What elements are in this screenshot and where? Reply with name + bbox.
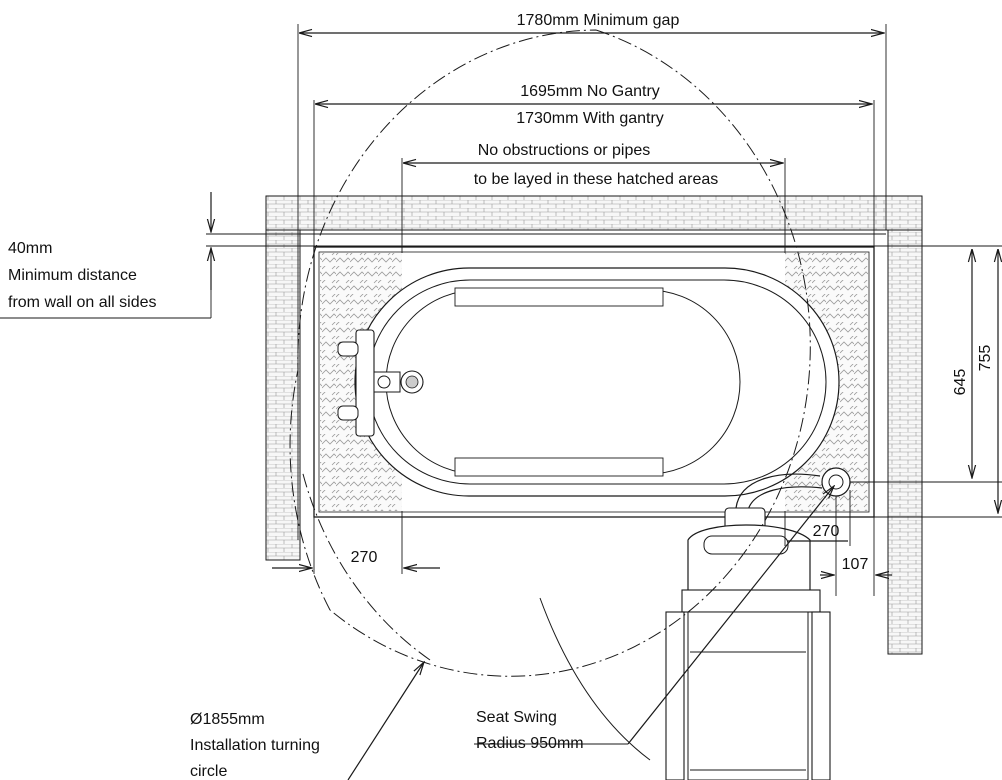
dimension-width: 645 755: [850, 250, 1002, 518]
turning-circle-label-line1: Ø1855mm: [190, 711, 265, 728]
turning-circle-callout: Ø1855mm Installation turning circle: [190, 662, 424, 780]
dimension-wall-distance: 40mm Minimum distance from wall on all s…: [0, 192, 1002, 319]
wall-distance-label-line3: from wall on all sides: [8, 294, 157, 311]
offset-label: 107: [842, 556, 869, 573]
seat-swing-arc: [539, 597, 651, 761]
dimension-obstruction: No obstructions or pipes to be layed in …: [401, 142, 786, 253]
drain-icon: [400, 370, 424, 394]
dimension-right-270: 270: [784, 490, 851, 546]
with-gantry-label: 1730mm With gantry: [516, 110, 664, 127]
obstruction-label-line1: No obstructions or pipes: [478, 142, 651, 159]
dimension-min-gap: 1780mm Minimum gap: [297, 12, 887, 540]
obstruction-label-line2: to be layed in these hatched areas: [474, 171, 719, 188]
dimension-left-270: 270: [272, 511, 440, 574]
turning-circle-label-line2: Installation turning: [190, 737, 320, 754]
turning-circle-label-line3: circle: [190, 763, 227, 780]
turning-circle: [289, 29, 811, 677]
min-gap-label: 1780mm Minimum gap: [517, 12, 680, 29]
dimension-offset-107: 107: [820, 496, 892, 596]
bath-lift-seat: [665, 467, 851, 780]
wall-surround: [265, 195, 923, 655]
width-outer-label: 755: [977, 345, 994, 372]
right-zone-label: 270: [813, 523, 840, 540]
dimension-gantry: 1695mm No Gantry 1730mm With gantry: [313, 83, 875, 247]
seat-swing-label-line2: Radius 950mm: [476, 735, 584, 752]
seat-swing-callout: Seat Swing Radius 950mm: [474, 486, 834, 752]
width-inner-label: 645: [952, 369, 969, 396]
bath-taps: [337, 329, 401, 437]
no-gantry-label: 1695mm No Gantry: [520, 83, 660, 100]
seat-swing-label-line1: Seat Swing: [476, 709, 557, 726]
wall-distance-label-line1: 40mm: [8, 240, 52, 257]
left-zone-label: 270: [351, 549, 378, 566]
wall-distance-label-line2: Minimum distance: [8, 267, 137, 284]
